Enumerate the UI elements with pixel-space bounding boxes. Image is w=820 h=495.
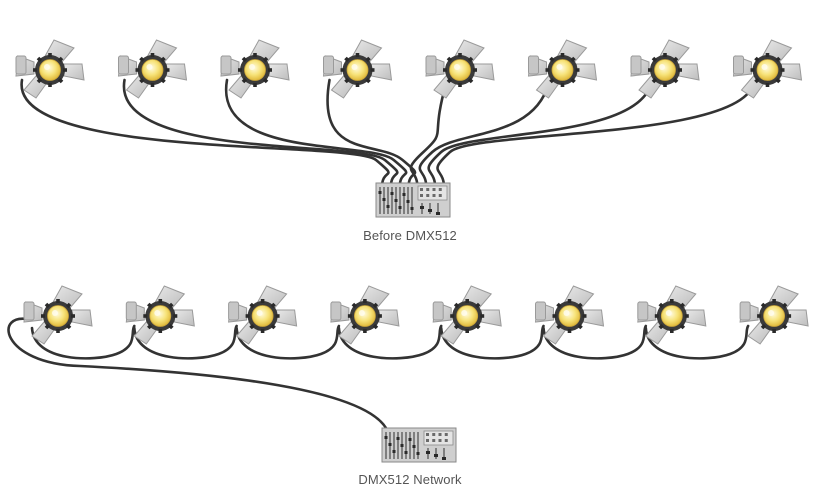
stage-light-icon [117, 39, 188, 99]
cable [235, 324, 341, 360]
stage-light-icon [432, 285, 502, 345]
stage-light-icon [228, 285, 298, 345]
stage-light-icon [220, 39, 290, 99]
cable [439, 324, 545, 360]
daisy-chain-cables [7, 317, 750, 430]
caption-before-dmx512: Before DMX512 [363, 228, 457, 243]
stage-light-icon [330, 285, 400, 345]
cable [224, 78, 408, 189]
stage-light-icon [637, 285, 707, 345]
stage-light-icon [15, 39, 85, 99]
stage-light-icon [534, 285, 605, 345]
cable [427, 82, 653, 189]
stage-light-icon [732, 39, 803, 99]
cable [436, 82, 755, 189]
cable [7, 317, 388, 430]
star-controller [375, 182, 451, 218]
cable [542, 324, 648, 360]
stage-light-icon [23, 285, 93, 345]
network-controller [381, 427, 457, 463]
stage-light-icon [739, 285, 809, 345]
stage-light-icon [322, 39, 393, 99]
lighting-console-icon [375, 182, 451, 218]
cable [133, 324, 238, 360]
daisy-chain-fixtures [23, 285, 809, 345]
cable [337, 324, 443, 360]
stage-light-icon [125, 285, 195, 345]
star-cables [20, 78, 755, 189]
stage-light-icon [425, 39, 495, 99]
lighting-console-icon [381, 427, 457, 463]
cable [644, 324, 750, 360]
cable [30, 324, 136, 360]
stage-light-icon [527, 39, 598, 99]
cable [409, 82, 448, 189]
stage-light-icon [630, 39, 700, 99]
cable [418, 82, 550, 189]
cable [123, 78, 399, 189]
cable [20, 78, 390, 189]
star-fixtures [15, 39, 803, 99]
caption-dmx512-network: DMX512 Network [358, 472, 462, 487]
